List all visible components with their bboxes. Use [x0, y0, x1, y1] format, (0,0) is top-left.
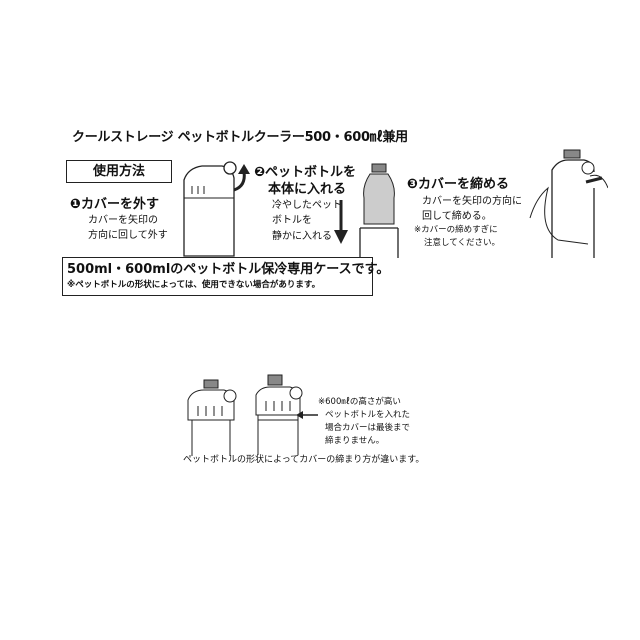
- howto-label-box: 使用方法: [66, 160, 172, 183]
- page-title: クールストレージ ペットボトルクーラー500・600㎖兼用: [72, 130, 408, 145]
- step2-text: 冷やしたペット: [272, 200, 342, 211]
- step2-text: 静かに入れる: [272, 231, 332, 242]
- step2-heading: ❷ペットボトルを: [254, 165, 357, 180]
- bottle-cover-remove-icon: [183, 161, 250, 257]
- step1-text: カバーを矢印の: [88, 215, 158, 226]
- step3-heading: ❸カバーを締める: [407, 177, 510, 192]
- step3-note: ※カバーの締めすぎに: [414, 225, 498, 235]
- bottle-600ml-icon: [255, 374, 303, 455]
- step3-note: 注意してください。: [424, 238, 500, 248]
- bottle-500ml-icon: [187, 379, 237, 456]
- bottom-caption: ペットボトルの形状によってカバーの締まり方が違います。: [183, 455, 425, 465]
- left-arrow-icon: [296, 411, 318, 419]
- hand-tightening-cover-icon: [529, 149, 608, 258]
- down-arrow-icon: [334, 200, 348, 244]
- step1-heading: ❶カバーを外す: [70, 197, 160, 212]
- bottle-insert-icon: [359, 163, 399, 258]
- step2-text: ボトルを: [272, 215, 312, 226]
- howto-label: 使用方法: [92, 164, 145, 179]
- bottom-note: 場合カバーは最後まで: [325, 423, 411, 433]
- notice-main: 500ml・600mlのペットボトル保冷専用ケースです。: [67, 262, 390, 277]
- bottom-note: ※600㎖の高さが高い: [318, 397, 401, 407]
- bottom-note: 締まりません。: [325, 436, 385, 446]
- notice-box: 500ml・600mlのペットボトル保冷専用ケースです。 ※ペットボトルの形状に…: [62, 257, 389, 296]
- step3-text: カバーを矢印の方向に: [422, 196, 522, 207]
- bottom-note: ペットボトルを入れた: [325, 410, 411, 420]
- step1-text: 方向に回して外す: [88, 230, 168, 241]
- step3-text: 回して締める。: [422, 211, 492, 222]
- step2-heading-line2: 本体に入れる: [268, 182, 347, 197]
- notice-sub: ※ペットボトルの形状によっては、使用できない場合があります。: [67, 280, 321, 290]
